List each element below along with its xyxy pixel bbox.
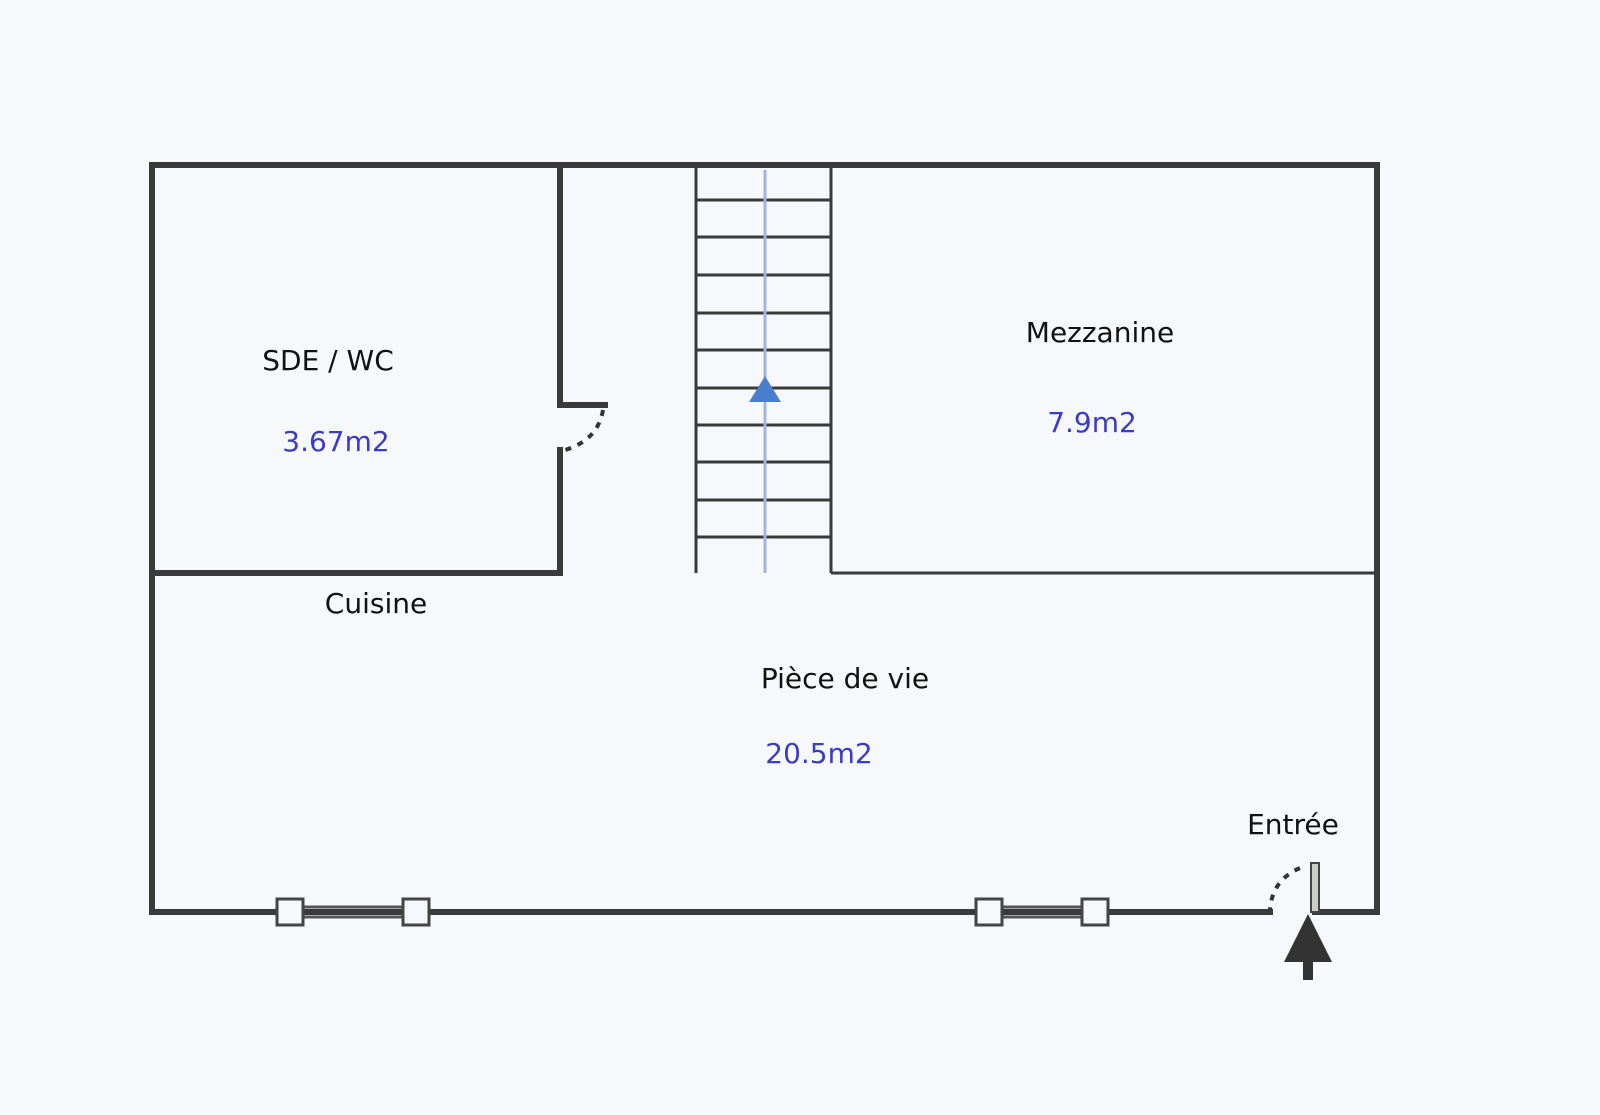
- room-area-mezzanine: 7.9m2: [1047, 406, 1137, 439]
- staircase: [694, 165, 833, 573]
- room-label-sde: SDE / WC: [262, 344, 394, 377]
- entrance-door: [1268, 862, 1320, 913]
- room-label-piece-de-vie: Pièce de vie: [761, 662, 929, 695]
- entrance-arrow-icon: [1284, 914, 1332, 980]
- outer-walls: [149, 162, 1380, 915]
- sde-door-swing: [564, 409, 605, 452]
- stair-direction-arrow-icon: [749, 376, 781, 402]
- room-area-sde: 3.67m2: [282, 425, 389, 458]
- window-left: [275, 897, 431, 927]
- window-right: [974, 897, 1110, 927]
- room-label-cuisine: Cuisine: [325, 587, 427, 620]
- room-area-piece-de-vie: 20.5m2: [765, 737, 872, 770]
- sde-walls: [149, 162, 608, 576]
- room-label-mezzanine: Mezzanine: [1026, 316, 1174, 349]
- room-label-entree: Entrée: [1247, 808, 1339, 841]
